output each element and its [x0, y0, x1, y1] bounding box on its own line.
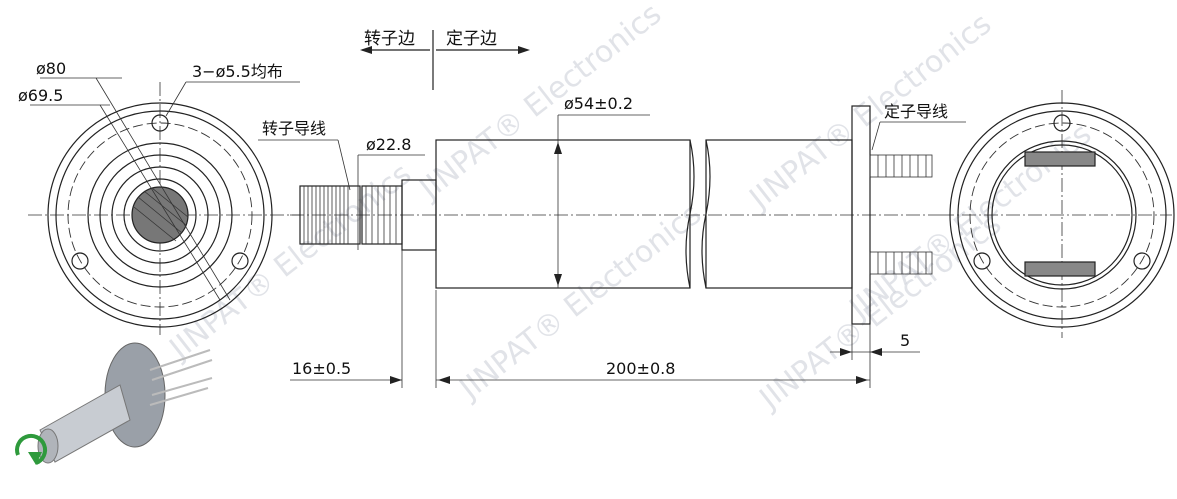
rotation-arrow-icon — [15, 433, 47, 465]
front-view-left: ø80 ø69.5 3−ø5.5均布 — [18, 59, 300, 335]
len-shaft-label: 16±0.5 — [292, 359, 351, 378]
dia-shaft-label: ø22.8 — [366, 135, 411, 154]
len-body-label: 200±0.8 — [606, 359, 675, 378]
product-3d-icon — [15, 342, 213, 465]
dia-body-label: ø54±0.2 — [564, 94, 633, 113]
stator-side-label: 定子边 — [446, 29, 497, 49]
mount-hole-left-r — [973, 252, 991, 270]
mount-hole-right-r — [1133, 252, 1151, 270]
flange-thk-label: 5 — [900, 331, 910, 350]
dia-outer-label: ø80 — [36, 59, 66, 78]
end-view-right — [940, 90, 1175, 338]
rotor-wire-label: 转子导线 — [262, 119, 326, 138]
mount-hole-top — [151, 114, 169, 132]
dia-pcd-label: ø69.5 — [18, 86, 63, 105]
mount-hole-top-r — [1053, 114, 1071, 132]
mount-hole-right — [231, 252, 249, 270]
holes-label: 3−ø5.5均布 — [192, 62, 283, 81]
mount-hole-left — [71, 252, 89, 270]
stator-wire-label: 定子导线 — [884, 102, 948, 121]
rotor-side-label: 转子边 — [364, 29, 415, 49]
side-view: 转子边 定子边 — [258, 29, 966, 388]
